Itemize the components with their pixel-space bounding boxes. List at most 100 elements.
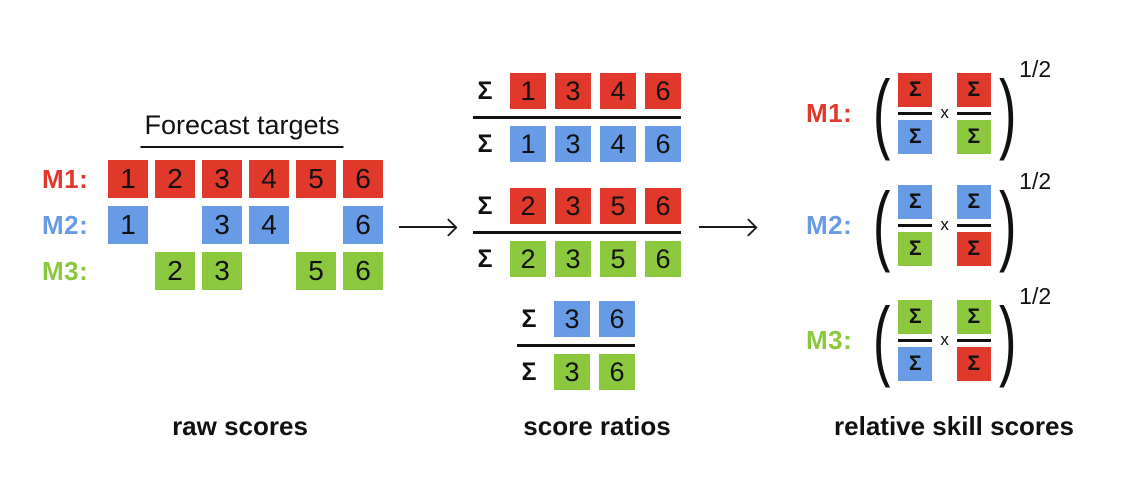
fraction-bar (898, 338, 933, 342)
fraction-bar (956, 338, 991, 342)
close-paren: ) (998, 174, 1017, 274)
empty-slot (155, 206, 195, 244)
open-paren: ( (872, 62, 891, 162)
model-label: M1: (42, 163, 89, 194)
forecast-targets-title: Forecast targets (140, 110, 344, 148)
score-box: 3 (202, 160, 242, 198)
sigma-symbol: Σ (477, 244, 493, 273)
exponent: 1/2 (1019, 168, 1052, 194)
model-label: M3: (806, 324, 853, 355)
fraction-bar (898, 111, 933, 115)
sigma-box-denominator: Σ (898, 346, 933, 381)
fraction-bar (956, 223, 991, 227)
sigma-box-denominator: Σ (956, 231, 991, 266)
open-paren: ( (872, 289, 891, 389)
score-box: 3 (555, 126, 591, 162)
score-box: 4 (249, 160, 289, 198)
score-box: 6 (599, 301, 635, 337)
model-label: M3: (42, 255, 89, 286)
score-box: 3 (554, 301, 590, 337)
empty-slot (249, 252, 289, 290)
open-paren: ( (872, 174, 891, 274)
score-box: 2 (510, 241, 546, 277)
score-box: 1 (108, 206, 148, 244)
sigma-symbol: Σ (477, 76, 493, 105)
score-box: 4 (600, 126, 636, 162)
score-box: 6 (645, 188, 681, 224)
score-box: 1 (510, 126, 546, 162)
sigma-box-denominator: Σ (898, 231, 933, 266)
caption-raw-scores: raw scores (172, 411, 308, 441)
empty-slot (296, 206, 336, 244)
score-box: 4 (600, 73, 636, 109)
right-arrow-icon (699, 226, 755, 229)
caption-score-ratios: score ratios (523, 411, 671, 441)
score-box: 1 (510, 73, 546, 109)
score-box: 6 (343, 252, 383, 290)
score-box: 6 (645, 73, 681, 109)
score-box: 3 (202, 252, 242, 290)
score-box: 3 (202, 206, 242, 244)
exponent: 1/2 (1019, 283, 1052, 309)
multiply-sign: x (940, 103, 949, 122)
score-box: 3 (555, 241, 591, 277)
sigma-box-numerator: Σ (956, 72, 991, 107)
sigma-symbol: Σ (477, 129, 493, 158)
score-box: 6 (343, 160, 383, 198)
score-box: 6 (343, 206, 383, 244)
score-box: 5 (296, 160, 336, 198)
sigma-box-numerator: Σ (956, 184, 991, 219)
score-box: 5 (296, 252, 336, 290)
score-box: 2 (155, 160, 195, 198)
caption-relative-skill-scores: relative skill scores (834, 411, 1074, 441)
sigma-symbol: Σ (477, 191, 493, 220)
sigma-box-numerator: Σ (956, 299, 991, 334)
sigma-box-denominator: Σ (898, 119, 933, 154)
exponent: 1/2 (1019, 56, 1052, 82)
score-box: 2 (510, 188, 546, 224)
score-box: 5 (600, 188, 636, 224)
score-box: 4 (249, 206, 289, 244)
score-box: 3 (554, 354, 590, 390)
right-arrow-icon (399, 226, 455, 229)
fraction-bar (956, 111, 991, 115)
score-box: 2 (155, 252, 195, 290)
sigma-box-denominator: Σ (956, 119, 991, 154)
model-label: M2: (806, 209, 853, 240)
score-box: 6 (645, 241, 681, 277)
sigma-symbol: Σ (521, 357, 537, 386)
score-box: 5 (600, 241, 636, 277)
sigma-box-denominator: Σ (956, 346, 991, 381)
sigma-box-numerator: Σ (898, 184, 933, 219)
close-paren: ) (998, 289, 1017, 389)
score-box: 6 (645, 126, 681, 162)
sigma-box-numerator: Σ (898, 299, 933, 334)
sigma-symbol: Σ (521, 304, 537, 333)
model-label: M2: (42, 209, 89, 240)
sigma-box-numerator: Σ (898, 72, 933, 107)
empty-slot (108, 252, 148, 290)
